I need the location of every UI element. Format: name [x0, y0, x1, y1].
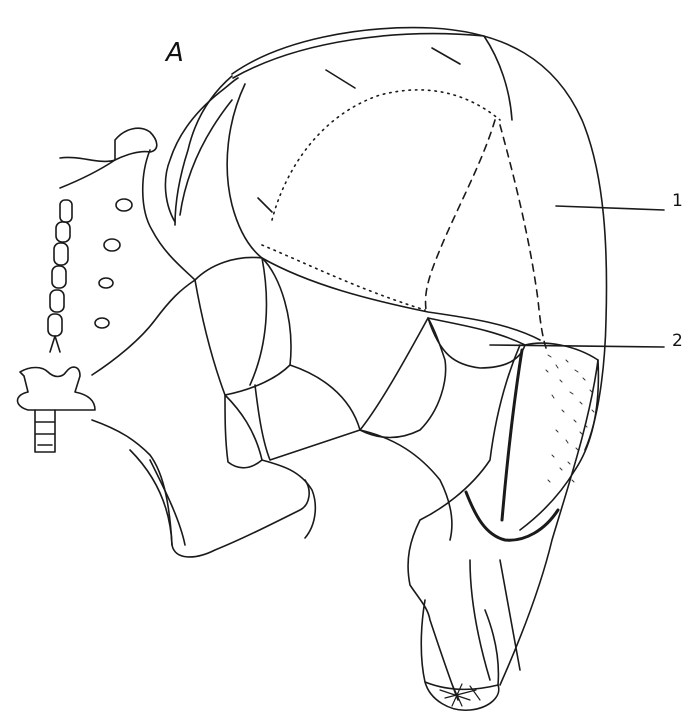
oval-4	[95, 318, 109, 328]
maxilla-bold-b	[466, 492, 558, 540]
dome-left-band	[227, 84, 262, 258]
plate-d	[262, 460, 315, 538]
bristle-lobe	[520, 343, 598, 530]
dome-inner-rim	[233, 34, 512, 120]
dotted-lower	[262, 245, 425, 310]
dashed-vertical	[426, 120, 495, 310]
mid-coupling	[360, 318, 446, 438]
gena-outline	[143, 150, 195, 280]
antenna-segments	[48, 200, 72, 352]
plate-a	[195, 257, 291, 395]
dotted-arc	[272, 90, 500, 220]
dash-mark-a	[326, 70, 355, 88]
leader-2	[490, 345, 664, 347]
panel-letter: A	[166, 40, 184, 66]
palp-tip	[421, 600, 498, 689]
leader-1	[556, 206, 664, 210]
oval-3	[99, 278, 113, 288]
maxilla-outline	[408, 345, 520, 700]
mid-coupling-2	[428, 318, 525, 368]
mid-left-outline	[92, 280, 195, 375]
maxilla-fine	[470, 560, 520, 680]
callout-label-1: 1	[672, 193, 683, 210]
dome-outline	[232, 28, 607, 450]
anterior-lobe-inner	[180, 100, 232, 215]
dashed-right	[500, 125, 546, 348]
neck-joint	[18, 367, 96, 410]
dash-mark-b	[432, 48, 460, 64]
dash-mark-c	[258, 198, 272, 212]
callout-label-2: 2	[672, 333, 683, 350]
gena-upper	[115, 128, 157, 160]
dome-left-edge	[175, 76, 232, 225]
lower-left-outline	[92, 420, 172, 545]
lower-mid	[360, 430, 452, 540]
oval-2	[104, 239, 120, 251]
maxilla-bold-a	[502, 350, 522, 520]
dome-base	[262, 258, 540, 340]
plate-a-divider	[250, 258, 266, 385]
plate-b	[225, 395, 262, 468]
antenna-socket-line	[60, 157, 115, 188]
oval-1	[116, 199, 132, 211]
neck-stem	[35, 410, 55, 452]
